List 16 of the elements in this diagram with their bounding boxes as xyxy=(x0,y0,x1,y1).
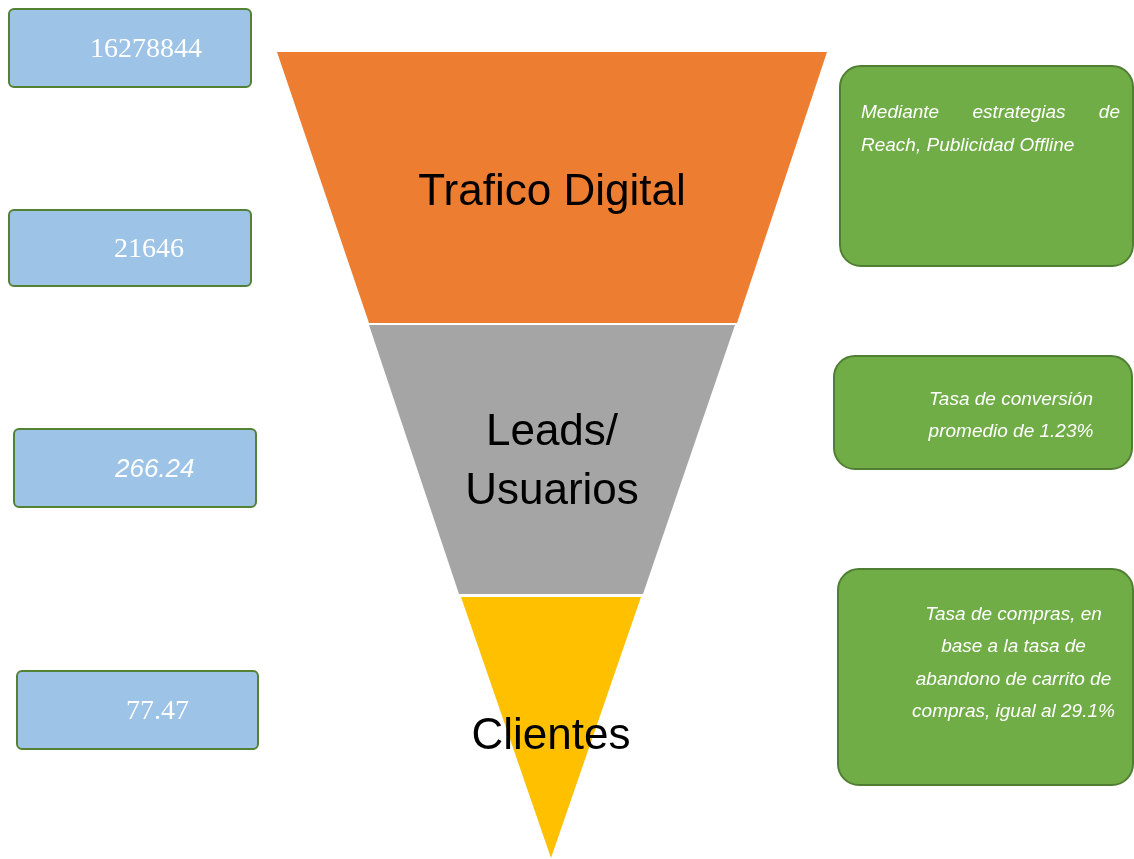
note-text: Tasa de conversión promedio de 1.23% xyxy=(927,387,1095,444)
value-box xyxy=(13,428,257,508)
note-box xyxy=(839,65,1134,267)
stage-label: Leads/ Usuarios xyxy=(464,404,640,516)
value-text: 266.24 xyxy=(115,451,195,485)
note-text: Mediante estrategias de Reach, Publicidad Offline xyxy=(861,100,1120,158)
value-box xyxy=(8,8,252,88)
value-box xyxy=(16,670,259,750)
value-text: 21646 xyxy=(114,231,184,265)
value-box xyxy=(8,209,252,287)
value-text: 16278844 xyxy=(90,31,202,65)
note-text: Tasa de compras, en base a la tasa de abandono de carrito de compras, igual al 29.1% xyxy=(911,602,1116,723)
value-text: 77.47 xyxy=(126,693,189,727)
note-box xyxy=(833,355,1133,470)
note-box xyxy=(837,568,1134,786)
stage-label: Trafico Digital xyxy=(417,164,687,216)
